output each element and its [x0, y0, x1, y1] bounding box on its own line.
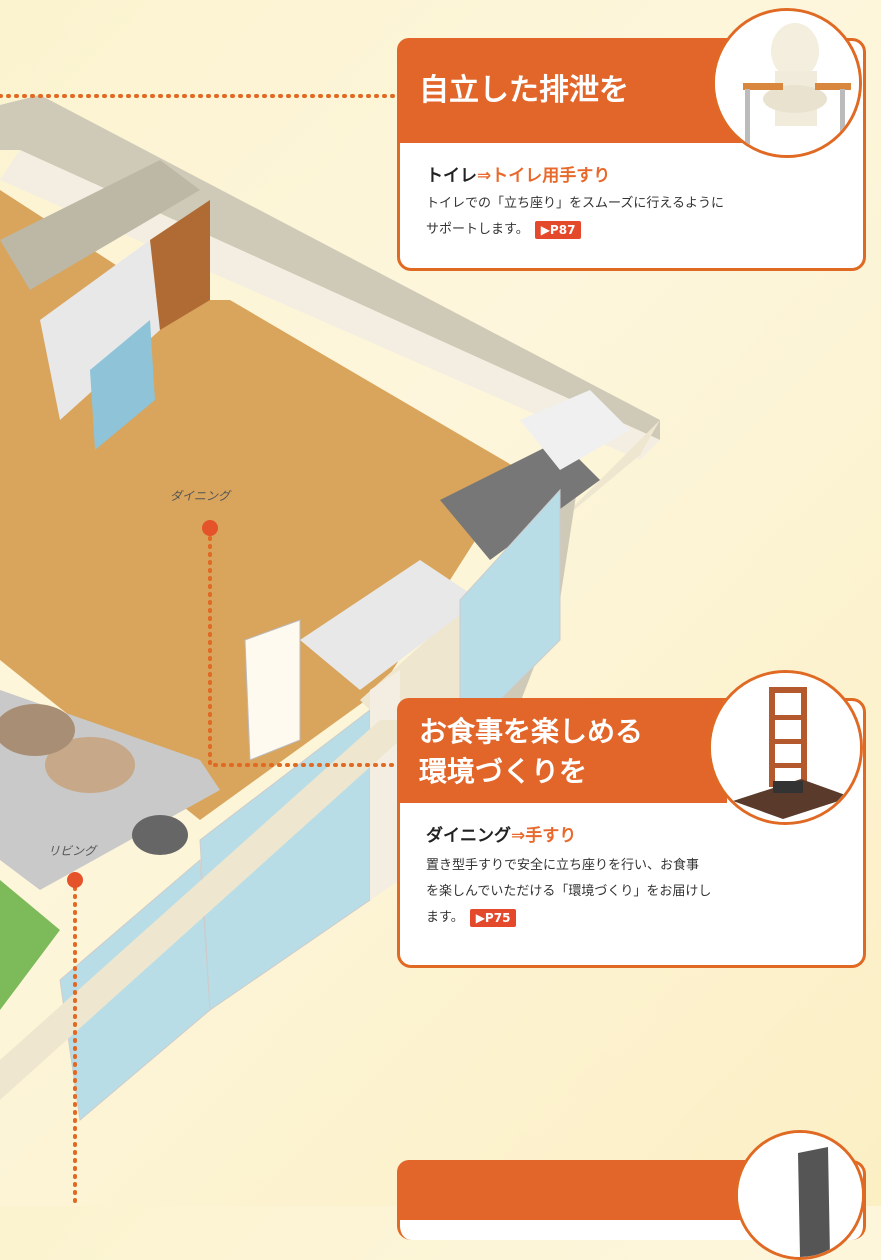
dining-card-subtitle: ダイニング⇒手すり	[426, 826, 577, 846]
dining-card-body: 置き型手すりで安全に立ち座りを行い、お食事 を楽しんでいただける「環境づくり」を…	[426, 858, 712, 927]
window-right	[459, 488, 561, 742]
wall-face	[0, 150, 660, 460]
toilet-card-subtitle: トイレ⇒トイレ用手すり	[426, 166, 611, 186]
dining-card-title: お食事を楽しめる 環境づくりを	[397, 698, 727, 803]
third-card-title	[397, 1160, 757, 1220]
door	[150, 200, 210, 330]
standing-handrail-icon	[708, 670, 863, 825]
page-ref-p87[interactable]: ▶P87	[534, 220, 582, 239]
product-photo-icon	[735, 1130, 865, 1260]
dining-marker	[202, 520, 218, 536]
rug	[0, 880, 60, 1010]
sink-counter	[300, 560, 480, 690]
living-label: リビング	[48, 844, 97, 858]
toilet-handrail-icon	[712, 8, 862, 158]
toilet-card-title: 自立した排泄を	[397, 38, 757, 143]
left-cabinets	[40, 240, 160, 420]
leader-dining	[208, 528, 397, 767]
page-ref-p75[interactable]: ▶P75	[469, 908, 517, 927]
living-marker	[67, 872, 83, 888]
dining-label: ダイニング	[170, 489, 231, 503]
kitchen-box	[520, 390, 630, 470]
pillar	[244, 619, 301, 761]
toilet-card-body: トイレでの「立ち座り」をスムーズに行えるように サポートします。▶P87	[426, 196, 724, 239]
cushion	[45, 737, 135, 793]
